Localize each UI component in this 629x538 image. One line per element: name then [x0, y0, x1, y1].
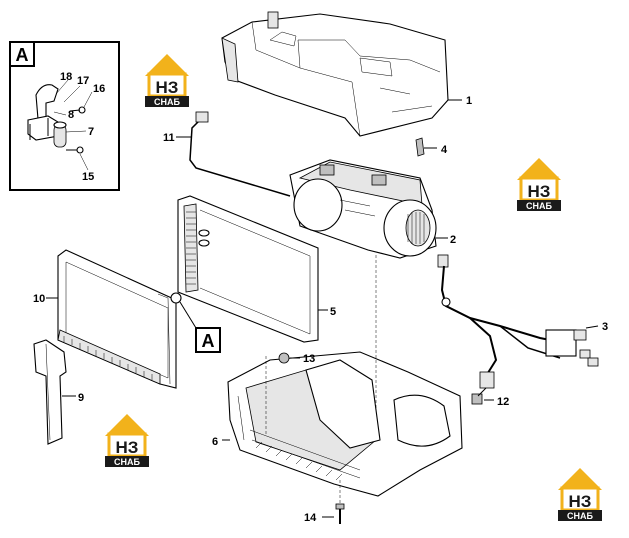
- callout-18: 18: [60, 71, 72, 83]
- callout-9: 9: [78, 392, 84, 404]
- assembly-guides: [265, 255, 377, 506]
- watermark-bottom-text: СНАБ: [567, 511, 593, 521]
- callout-14: 14: [304, 512, 317, 524]
- evaporator-10: 10: [33, 249, 182, 389]
- detail-a-pointer: A: [179, 301, 221, 353]
- callout-4: 4: [441, 144, 448, 156]
- watermark-bottom-text: СНАБ: [114, 457, 140, 467]
- heater-core-5: 5: [177, 195, 336, 343]
- bracket-9: 9: [33, 339, 84, 445]
- callout-6: 6: [212, 436, 218, 448]
- clip-part: 4: [415, 137, 448, 157]
- callout-11: 11: [163, 132, 175, 144]
- callout-12: 12: [497, 396, 509, 408]
- watermark-top-text: НЗ: [528, 182, 551, 201]
- nut-13: 13: [278, 352, 315, 365]
- callout-5: 5: [330, 306, 336, 318]
- detail-a-inset: A 18 17 16 8 7 15: [9, 41, 120, 191]
- watermark-top-text: НЗ: [156, 78, 179, 97]
- callout-8: 8: [68, 109, 74, 121]
- callout-1: 1: [466, 95, 472, 107]
- callout-3: 3: [602, 321, 608, 333]
- cable-harness-11: 11: [163, 111, 291, 197]
- watermark-bottom-text: СНАБ: [526, 201, 552, 211]
- watermark-logo: НЗ СНАБ: [145, 54, 189, 107]
- bolt-14: 14: [304, 503, 345, 524]
- watermark-top-text: НЗ: [116, 438, 139, 457]
- callout-15: 15: [82, 171, 94, 183]
- watermark-bottom-text: СНАБ: [154, 97, 180, 107]
- watermark-logo: НЗ СНАБ: [105, 414, 149, 467]
- detail-a-pointer-letter: A: [202, 331, 215, 351]
- callout-10: 10: [33, 293, 45, 305]
- upper-housing: 1: [221, 11, 472, 137]
- watermark-top-text: НЗ: [569, 492, 592, 511]
- callout-17: 17: [77, 75, 89, 87]
- watermark-logo: НЗ СНАБ: [558, 468, 602, 521]
- lower-housing-6: 6: [212, 351, 463, 497]
- callout-2: 2: [450, 234, 456, 246]
- blower-assembly: 2: [289, 159, 456, 259]
- callout-16: 16: [93, 83, 105, 95]
- watermark-logo: НЗ СНАБ: [517, 158, 561, 211]
- detail-a-letter: A: [16, 45, 29, 65]
- callout-7: 7: [88, 126, 94, 138]
- callout-13: 13: [303, 353, 315, 365]
- wiring-harness: 3 12: [437, 254, 608, 408]
